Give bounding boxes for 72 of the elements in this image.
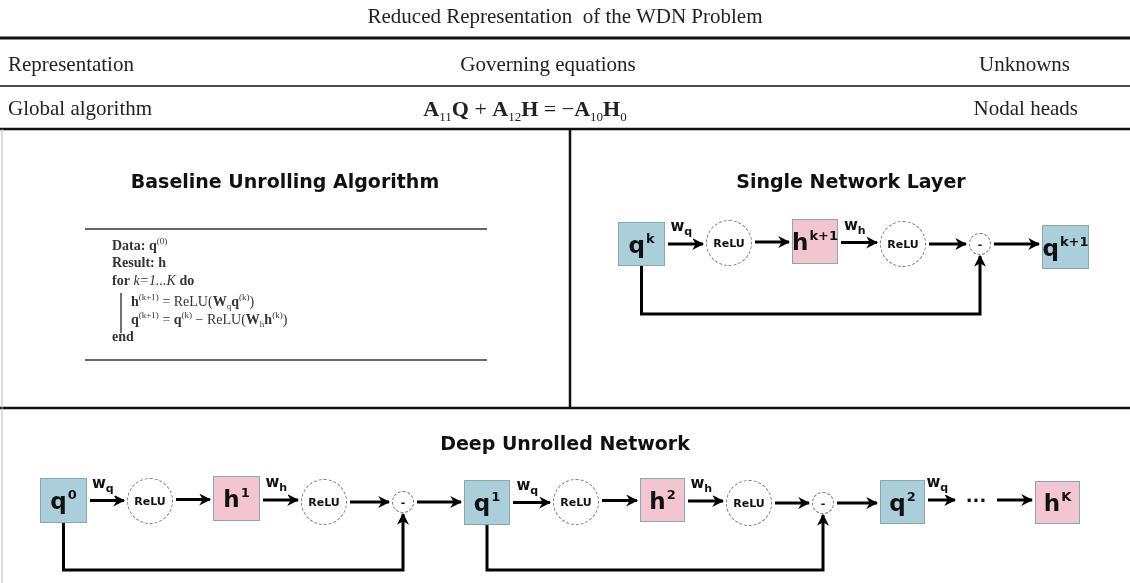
- table-cell: A$_{11}$Q + A$_{12}$H = −A$_{10}$H$_{0}$: [423, 96, 627, 126]
- node-label: h$^{2}$: [649, 486, 676, 514]
- arrow: [928, 494, 957, 506]
- algorithm-line: for k=1...K do: [112, 273, 195, 289]
- hidden-state-box: [213, 476, 260, 521]
- algorithm-box: [85, 228, 487, 361]
- arrow: [841, 236, 879, 249]
- input-box: [40, 478, 87, 523]
- panel-heading: Single Network Layer: [735, 170, 967, 192]
- operation-circle: [812, 492, 834, 514]
- operation-label: ReLU: [887, 237, 919, 251]
- arrow: [997, 494, 1034, 506]
- hidden-state-box: [792, 219, 838, 264]
- arrow: [775, 497, 811, 509]
- node-label: h$^{1}$: [223, 485, 250, 512]
- algorithm-line: end: [112, 328, 134, 345]
- edge-label: w$_{h}$: [264, 475, 289, 495]
- panel-heading: Deep Unrolled Network: [439, 432, 691, 454]
- operation-circle: [969, 233, 991, 255]
- arrow: [755, 236, 791, 248]
- node-label: q$^{2}$: [889, 488, 916, 516]
- input-box: [618, 222, 665, 266]
- operation-label: ReLU: [308, 495, 340, 509]
- arrow: [668, 238, 705, 250]
- arrow: [837, 497, 879, 509]
- input-box: [464, 480, 510, 525]
- arrow: [263, 494, 300, 506]
- operation-label: -: [820, 496, 826, 510]
- edge-label: w$_{q}$: [669, 219, 694, 239]
- table-cell: Global algorithm: [8, 96, 153, 121]
- hidden-state-box: [1035, 481, 1080, 524]
- table-cell: Nodal heads: [973, 96, 1078, 121]
- arrow: [176, 493, 212, 506]
- input-box: [1042, 225, 1089, 269]
- operation-label: ReLU: [134, 494, 166, 508]
- arrow: [602, 494, 639, 507]
- arrow: [513, 496, 552, 509]
- node-label: ···: [965, 489, 987, 511]
- arrow: [417, 496, 463, 508]
- operation-label: -: [977, 237, 983, 251]
- input-box: [880, 480, 925, 524]
- node-label: q$^{k+1}$: [1042, 233, 1089, 261]
- table-cell: Governing equations: [460, 52, 636, 77]
- arrow: [350, 496, 391, 508]
- algorithm-line: h$^{(k+1)}$ = ReLU(W$_{q}$q$^{(k)}$): [131, 291, 255, 311]
- arrow: [929, 238, 968, 250]
- algorithm-line: Result: h: [112, 254, 167, 271]
- skip-connection-arrow: [62, 512, 409, 572]
- operation-label: -: [400, 495, 406, 509]
- node-label: q$^{k}$: [628, 230, 655, 258]
- algorithm-line: q$^{(k+1)}$ = q$^{(k)}$ − ReLU(W$_{h}$h$^{(k)}$): [131, 310, 288, 330]
- arrow: [90, 494, 126, 507]
- algorithm-line: Data: q$^{(0)}$: [112, 236, 168, 254]
- operation-circle: [392, 491, 414, 513]
- table-title: Reduced Representation of the WDN Problem: [366, 4, 764, 29]
- edge-label: w$_{h}$: [689, 476, 714, 496]
- table-cell: Representation: [8, 52, 134, 77]
- operation-label: ReLU: [713, 236, 745, 250]
- panel-heading: Baseline Unrolling Algorithm: [129, 170, 441, 192]
- operation-label: ReLU: [560, 495, 592, 509]
- skip-connection-arrow: [640, 254, 986, 316]
- operation-label: ReLU: [733, 496, 765, 510]
- table-cell: Unknowns: [979, 52, 1070, 77]
- arrow: [688, 495, 725, 507]
- node-label: q$^{0}$: [50, 487, 77, 514]
- node-label: h$^{K}$: [1043, 489, 1072, 516]
- node-label: h$^{k+1}$: [792, 228, 838, 255]
- edge-label: w$_{q}$: [925, 475, 950, 495]
- skip-connection-arrow: [485, 513, 829, 572]
- hidden-state-box: [640, 478, 685, 522]
- arrow: [994, 238, 1041, 250]
- node-label: q$^{1}$: [473, 489, 501, 516]
